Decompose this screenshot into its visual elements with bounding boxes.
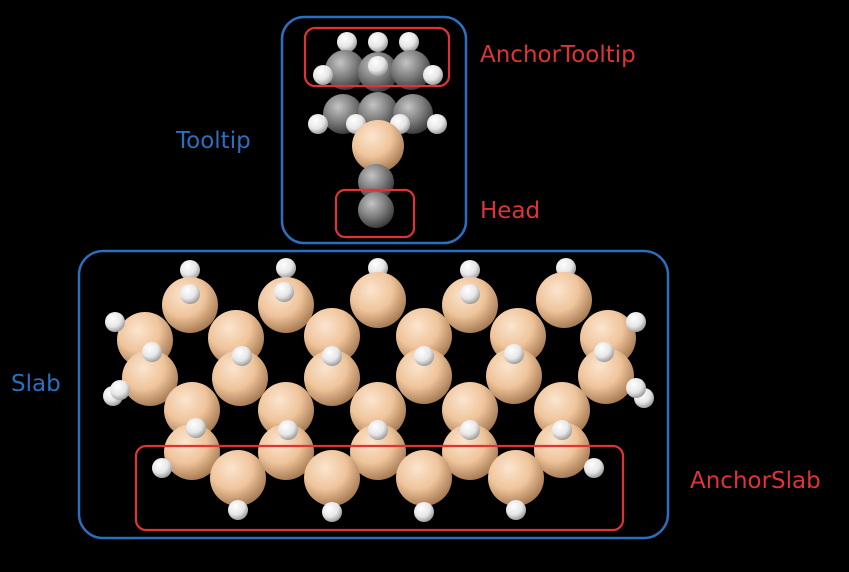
silicon-atom: [212, 350, 268, 406]
hydrogen-atom: [368, 420, 388, 440]
silicon-atom: [304, 450, 360, 506]
head-label: Head: [480, 198, 541, 224]
silicon-atom: [258, 277, 314, 333]
anchor-slab-box: [134, 444, 625, 532]
hydrogen-atom: [152, 458, 172, 478]
hydrogen-atom: [423, 65, 443, 85]
head-box: [334, 188, 416, 239]
hydrogen-atom: [427, 114, 447, 134]
silicon-atom: [488, 450, 544, 506]
hydrogen-atom: [313, 65, 333, 85]
hydrogen-atom: [414, 502, 434, 522]
carbon-atom: [391, 50, 431, 90]
hydrogen-atom: [308, 114, 328, 134]
hydrogen-atom: [368, 56, 388, 76]
slab-label: Slab: [11, 371, 61, 397]
silicon-atom: [304, 350, 360, 406]
hydrogen-atom: [105, 312, 125, 332]
hydrogen-atom: [506, 500, 526, 520]
silicon-atom: [122, 350, 178, 406]
hydrogen-atom: [180, 284, 200, 304]
hydrogen-atom: [322, 502, 342, 522]
slab-molecule: [103, 258, 654, 522]
region-boxes: [77, 15, 670, 540]
silicon-atom: [162, 277, 218, 333]
hydrogen-atom: [460, 284, 480, 304]
slab-box: [77, 249, 670, 540]
hydrogen-atom: [337, 32, 357, 52]
carbon-atom: [325, 50, 365, 90]
silicon-atom: [164, 424, 220, 480]
hydrogen-atom: [276, 258, 296, 278]
silicon-atom: [258, 424, 314, 480]
hydrogen-atom: [274, 282, 294, 302]
silicon-atom: [534, 422, 590, 478]
hydrogen-atom: [232, 346, 252, 366]
hydrogen-atom: [594, 342, 614, 362]
silicon-atom: [304, 308, 360, 364]
silicon-atom: [352, 120, 404, 172]
silicon-atom: [258, 382, 314, 438]
tooltip-molecule: [308, 32, 447, 228]
anchor-tooltip-label: AnchorTooltip: [480, 42, 636, 68]
silicon-atom: [210, 450, 266, 506]
carbon-atom: [358, 192, 394, 228]
silicon-atom: [396, 450, 452, 506]
silicon-atom: [536, 272, 592, 328]
tooltip-box: [280, 15, 468, 245]
hydrogen-atom: [110, 380, 130, 400]
silicon-atom: [350, 382, 406, 438]
hydrogen-atom: [142, 342, 162, 362]
anchor-tooltip-box: [303, 26, 451, 88]
anchor-slab-label: AnchorSlab: [690, 468, 821, 494]
silicon-atom: [534, 382, 590, 438]
silicon-atom: [350, 424, 406, 480]
silicon-atom: [486, 348, 542, 404]
hydrogen-atom: [399, 32, 419, 52]
hydrogen-atom: [322, 346, 342, 366]
hydrogen-atom: [186, 418, 206, 438]
silicon-atom: [442, 277, 498, 333]
hydrogen-atom: [460, 420, 480, 440]
silicon-atom: [442, 424, 498, 480]
silicon-atom: [396, 348, 452, 404]
silicon-atom: [396, 308, 452, 364]
hydrogen-atom: [626, 312, 646, 332]
hydrogen-atom: [278, 420, 298, 440]
hydrogen-atom: [180, 260, 200, 280]
hydrogen-atom: [368, 32, 388, 52]
hydrogen-atom: [584, 458, 604, 478]
silicon-atom: [164, 382, 220, 438]
hydrogen-atom: [228, 500, 248, 520]
hydrogen-atom: [504, 344, 524, 364]
silicon-atom: [350, 272, 406, 328]
hydrogen-atom: [626, 378, 646, 398]
tooltip-label: Tooltip: [176, 128, 251, 154]
hydrogen-atom: [552, 420, 572, 440]
silicon-atom: [578, 348, 634, 404]
silicon-atom: [442, 382, 498, 438]
hydrogen-atom: [460, 260, 480, 280]
hydrogen-atom: [414, 346, 434, 366]
